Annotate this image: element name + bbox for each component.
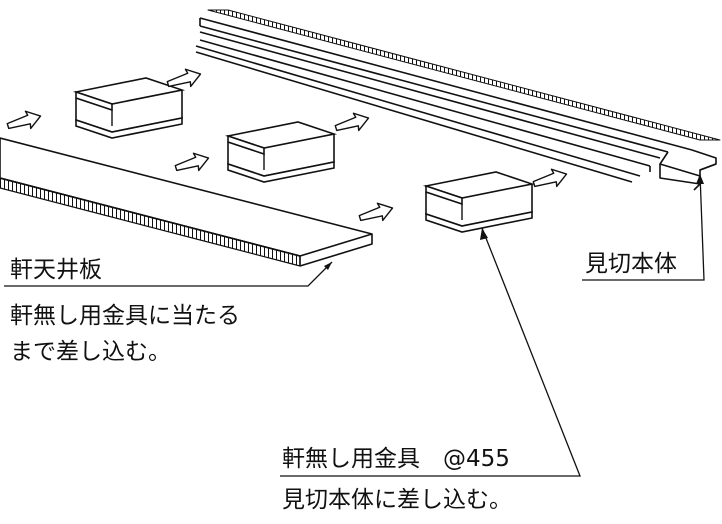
leader-trim <box>582 173 705 281</box>
label-trim-body: 見切本体 <box>585 251 677 277</box>
leader-soffit <box>4 261 333 287</box>
eaves-fitting-3 <box>425 171 533 233</box>
leader-fitting <box>280 227 581 477</box>
eaves-fitting-2 <box>227 121 335 183</box>
insertion-arrow-icon <box>356 198 396 228</box>
eaves-fitting-1 <box>75 77 183 139</box>
trim-body <box>195 9 721 191</box>
label-fitting-instruction: 見切本体に差し込む。 <box>282 487 512 513</box>
insertion-arrow-icon <box>332 108 372 138</box>
insertion-arrow-icon <box>530 164 570 194</box>
insertion-arrow-icon <box>172 148 212 178</box>
label-soffit-board: 軒天井板 <box>10 257 102 283</box>
label-soffit-instruction-2: まで差し込む。 <box>10 339 171 365</box>
label-eaves-fitting: 軒無し用金具 @455 <box>282 446 510 472</box>
label-soffit-instruction-1: 軒無し用金具に当たる <box>10 303 240 329</box>
insertion-arrow-icon <box>4 106 44 136</box>
soffit-board <box>0 137 373 267</box>
